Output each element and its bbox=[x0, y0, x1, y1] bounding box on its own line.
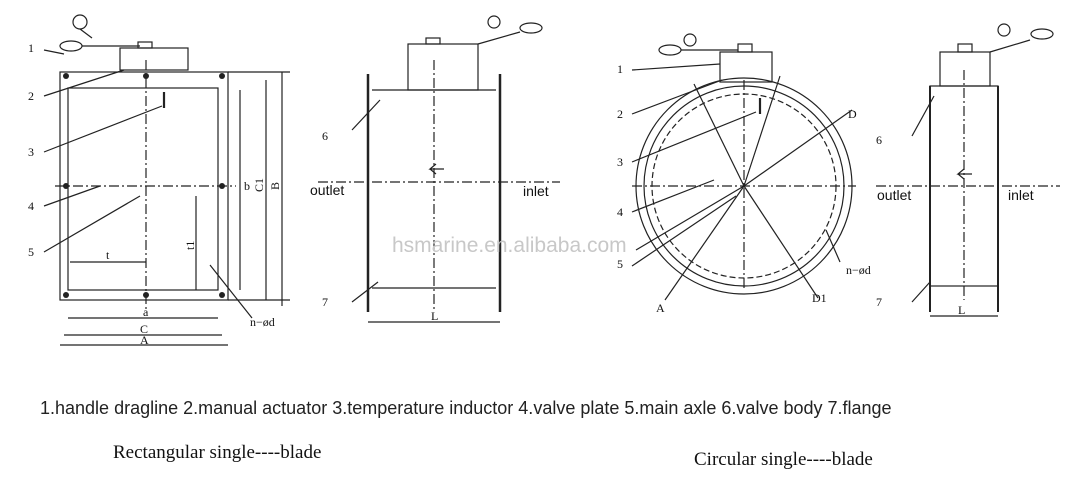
circ-callout-4: 4 bbox=[617, 205, 623, 219]
circ-inlet-label: inlet bbox=[1008, 187, 1034, 203]
caption-rectangular: Rectangular single----blade bbox=[113, 442, 322, 463]
rect-front-view bbox=[43, 14, 290, 346]
dim-t: t bbox=[106, 248, 110, 262]
circ-dim-L: L bbox=[958, 303, 965, 317]
manual-actuator bbox=[119, 47, 189, 71]
dim-a: a bbox=[143, 305, 149, 319]
dim-C1: C1 bbox=[252, 178, 266, 192]
callout-5: 5 bbox=[28, 245, 34, 259]
handle-knob bbox=[72, 14, 88, 30]
dim-nd: n−ød bbox=[250, 315, 275, 329]
callout-4: 4 bbox=[28, 199, 34, 213]
inlet-label: inlet bbox=[523, 183, 549, 199]
circ-callout-5: 5 bbox=[617, 257, 623, 271]
callout-1: 1 bbox=[28, 41, 34, 55]
circ-callout-6: 6 bbox=[876, 133, 882, 147]
dim-D1: D1 bbox=[812, 291, 827, 305]
dim-B: B bbox=[268, 182, 282, 190]
circ-front-view bbox=[631, 33, 856, 301]
circ-callout-2: 2 bbox=[617, 107, 623, 121]
dim-A: A bbox=[140, 333, 149, 347]
dim-circ-nd: n−ød bbox=[846, 263, 871, 277]
circ-callout-3: 3 bbox=[617, 155, 623, 169]
caption-circular: Circular single----blade bbox=[694, 449, 873, 470]
callout-2: 2 bbox=[28, 89, 34, 103]
rect-body bbox=[67, 87, 219, 291]
rect-side-view bbox=[318, 15, 560, 323]
dim-b: b bbox=[244, 179, 250, 193]
circ-callout-1: 1 bbox=[617, 62, 623, 76]
watermark: hsmarine.en.alibaba.com bbox=[392, 234, 627, 257]
circ-callout-7: 7 bbox=[876, 295, 882, 309]
handle-grip bbox=[59, 40, 83, 52]
dim-t1: t1 bbox=[183, 241, 197, 250]
parts-legend: 1.handle dragline 2.manual actuator 3.te… bbox=[40, 398, 892, 418]
dim-L: L bbox=[431, 309, 438, 323]
circ-outlet-label: outlet bbox=[877, 187, 911, 203]
side-actuator bbox=[407, 43, 479, 91]
bolt-holes bbox=[63, 73, 225, 298]
circ-side-view bbox=[876, 23, 1060, 317]
callout-6: 6 bbox=[322, 129, 328, 143]
callout-7: 7 bbox=[322, 295, 328, 309]
dim-D: D bbox=[848, 107, 857, 121]
dim-circ-A: A bbox=[656, 301, 665, 315]
callout-3: 3 bbox=[28, 145, 34, 159]
outlet-label: outlet bbox=[310, 182, 344, 198]
dim-C: C bbox=[140, 322, 148, 336]
